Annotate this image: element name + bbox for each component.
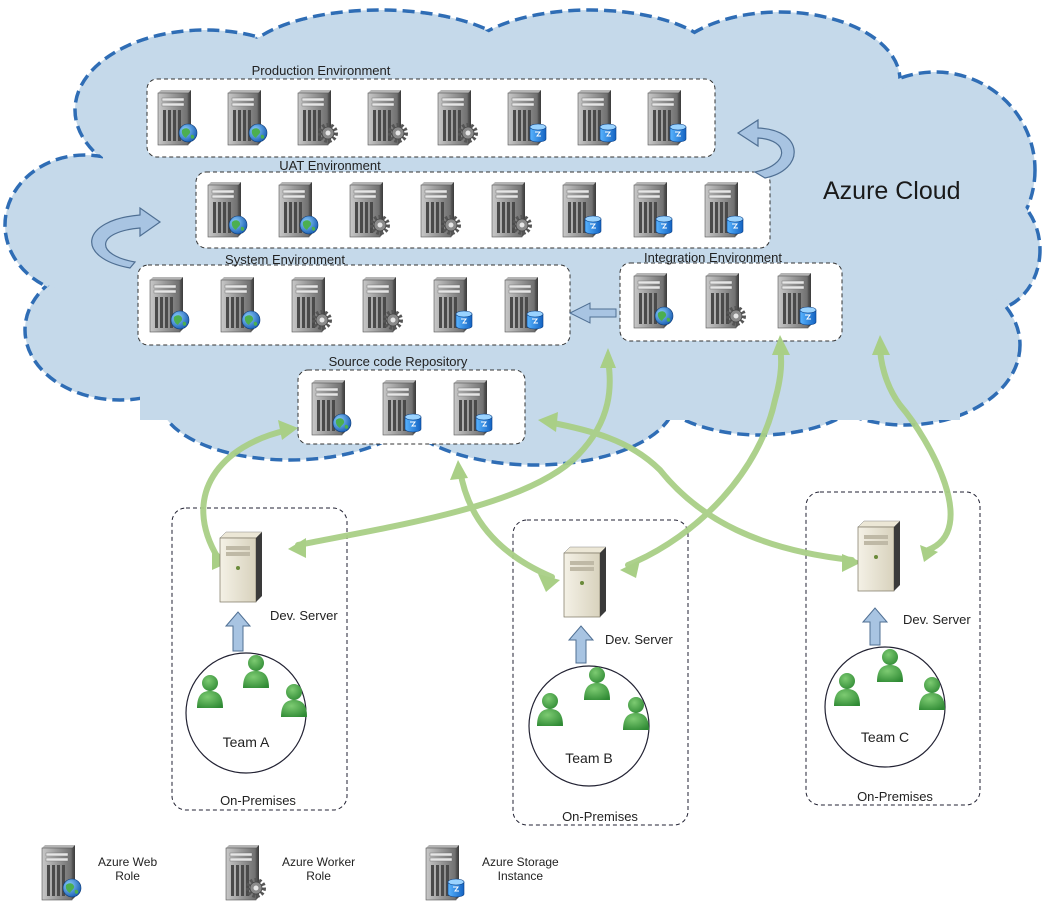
integration-environment-label: Integration Environment bbox=[643, 250, 783, 265]
legend-worker-server-icon bbox=[225, 844, 266, 901]
globe-icon bbox=[332, 413, 352, 433]
repo-storage-server-3 bbox=[453, 379, 493, 436]
integration-worker-server-2 bbox=[705, 272, 746, 329]
team-b-dev-server bbox=[563, 546, 607, 618]
database-icon bbox=[475, 413, 493, 433]
on-premises-boxes bbox=[171, 491, 981, 826]
uat-environment-label: UAT Environment bbox=[279, 158, 381, 173]
database-icon bbox=[526, 310, 544, 330]
integration-to-system-arrow bbox=[568, 302, 617, 324]
production-environment-label: Production Environment bbox=[251, 63, 391, 78]
team-a-name: Team A bbox=[222, 734, 270, 750]
system-environment-label: System Environment bbox=[225, 252, 345, 267]
database-icon bbox=[404, 413, 422, 433]
production-worker-server-5 bbox=[437, 89, 478, 146]
system-worker-server-4 bbox=[362, 276, 403, 333]
team-c-dev-server bbox=[857, 520, 901, 592]
production-worker-server-4 bbox=[367, 89, 408, 146]
integration-storage-server-3 bbox=[777, 272, 817, 329]
team-a-repo-arrow bbox=[200, 427, 291, 561]
team-a-dev-server bbox=[219, 531, 263, 603]
team-b-repo-arrow bbox=[457, 467, 555, 580]
repo-storage-server-2 bbox=[382, 379, 422, 436]
team-c-repo-arrow bbox=[545, 419, 855, 563]
database-icon bbox=[799, 306, 817, 326]
uat-storage-server-7 bbox=[633, 181, 673, 238]
legend-storage-label: Azure Storage Instance bbox=[482, 855, 559, 883]
production-storage-server-6 bbox=[507, 89, 547, 146]
repo-environment-label: Source code Repository bbox=[328, 354, 468, 369]
team-b-integration-arrow bbox=[625, 342, 785, 568]
database-icon bbox=[584, 215, 602, 235]
globe-icon bbox=[62, 878, 82, 898]
database-icon bbox=[669, 123, 687, 143]
uat-worker-server-4 bbox=[420, 181, 461, 238]
system-storage-server-5 bbox=[433, 276, 473, 333]
production-storage-server-8 bbox=[647, 89, 687, 146]
globe-icon bbox=[228, 215, 248, 235]
production-worker-server-3 bbox=[297, 89, 338, 146]
globe-icon bbox=[654, 306, 674, 326]
legend-storage-label-line1: Azure Storage bbox=[482, 855, 559, 869]
system-worker-server-3 bbox=[291, 276, 332, 333]
team-a-integration-arrow bbox=[295, 357, 613, 548]
azure-cloud-label: Azure Cloud bbox=[823, 177, 961, 205]
database-icon bbox=[529, 123, 547, 143]
team-c-integration-arrow bbox=[877, 342, 954, 553]
sync-arrows bbox=[200, 342, 954, 580]
team-c-premises bbox=[805, 491, 981, 806]
database-icon bbox=[655, 215, 673, 235]
uat-storage-server-8 bbox=[704, 181, 744, 238]
team-upload-arrows bbox=[224, 607, 889, 664]
uat-worker-server-5 bbox=[491, 181, 532, 238]
globe-icon bbox=[170, 310, 190, 330]
database-icon bbox=[726, 215, 744, 235]
uat-to-production-arrow bbox=[736, 118, 795, 179]
legend-storage-label-line2: Instance bbox=[497, 869, 544, 883]
legend-storage-server-icon bbox=[425, 844, 465, 901]
promotion-arrows bbox=[91, 118, 795, 324]
team-b-premises-label: On-Premises bbox=[562, 809, 638, 824]
team-a-dev-server-label: Dev. Server bbox=[270, 608, 338, 623]
legend-worker-label: Azure Worker Role bbox=[282, 855, 355, 883]
legend-worker-label-line2: Role bbox=[306, 869, 331, 883]
system-storage-server-6 bbox=[504, 276, 544, 333]
legend-worker-label-line1: Azure Worker bbox=[282, 855, 356, 869]
legend-web-label-line2: Role bbox=[115, 869, 140, 883]
database-icon bbox=[455, 310, 473, 330]
legend-web-label: Azure Web Role bbox=[98, 855, 157, 883]
globe-icon bbox=[178, 123, 198, 143]
legend-web-server-icon bbox=[41, 844, 82, 901]
team-a-premises bbox=[171, 507, 348, 811]
uat-worker-server-3 bbox=[349, 181, 390, 238]
globe-icon bbox=[299, 215, 319, 235]
production-storage-server-7 bbox=[577, 89, 617, 146]
team-b-name: Team B bbox=[565, 750, 613, 766]
team-b-dev-server-label: Dev. Server bbox=[605, 632, 673, 647]
team-c-dev-server-label: Dev. Server bbox=[903, 612, 971, 627]
uat-storage-server-6 bbox=[562, 181, 602, 238]
team-c-premises-label: On-Premises bbox=[857, 789, 933, 804]
dev-servers bbox=[219, 520, 901, 618]
globe-icon bbox=[241, 310, 261, 330]
team-c-name: Team C bbox=[860, 729, 910, 745]
production-environment-panel bbox=[146, 78, 716, 158]
uat-environment-panel bbox=[195, 171, 771, 249]
legend-web-label-line1: Azure Web bbox=[98, 855, 158, 869]
database-icon bbox=[599, 123, 617, 143]
team-b-premises bbox=[512, 519, 689, 826]
team-a-premises-label: On-Premises bbox=[220, 793, 296, 808]
globe-icon bbox=[248, 123, 268, 143]
system-to-uat-arrow bbox=[91, 206, 162, 269]
database-icon bbox=[447, 878, 465, 898]
